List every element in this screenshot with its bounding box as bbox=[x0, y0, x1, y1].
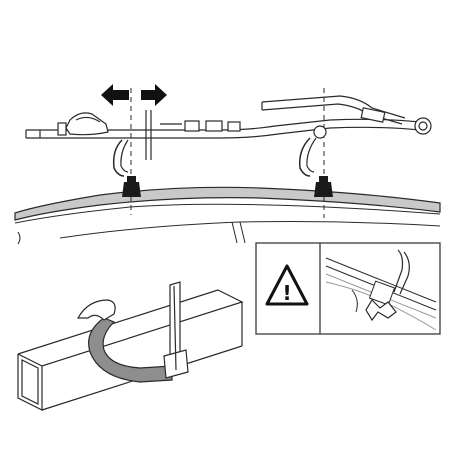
square-roof-bar bbox=[17, 289, 244, 411]
roof-bar-foot-rear bbox=[314, 176, 333, 197]
warning-exclamation: ! bbox=[282, 281, 291, 305]
left-arrow-icon bbox=[101, 84, 129, 106]
car-roof bbox=[14, 186, 441, 245]
inset-clamp-detail bbox=[325, 249, 437, 331]
clamp-bracket-post bbox=[163, 281, 189, 379]
roof-bar-foot-front bbox=[122, 176, 141, 197]
bike-carrier bbox=[25, 95, 432, 177]
warning-triangle-icon: ! bbox=[265, 264, 309, 306]
right-arrow-icon bbox=[141, 84, 167, 106]
u-clamp-strap bbox=[76, 299, 173, 383]
